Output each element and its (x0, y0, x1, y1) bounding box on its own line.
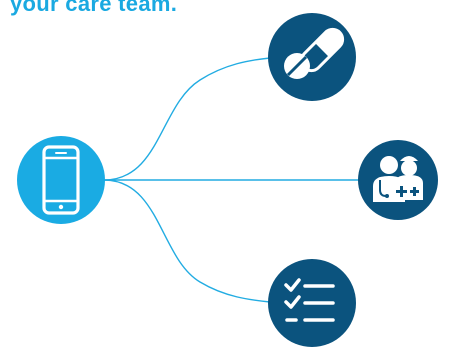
care-team-doctor-nurse-icon (373, 156, 423, 202)
checklist-icon (284, 278, 335, 322)
smartphone-icon (42, 145, 80, 215)
medication-node (268, 13, 356, 101)
care-team-node (358, 140, 438, 220)
connectors (103, 57, 362, 303)
checklist-node (268, 259, 356, 347)
medication-pills-icon (284, 27, 345, 79)
heading: your care team. (10, 0, 178, 16)
connector-to-checklist (103, 179, 271, 303)
connector-to-medication (103, 57, 271, 181)
smartphone-node (17, 136, 105, 224)
